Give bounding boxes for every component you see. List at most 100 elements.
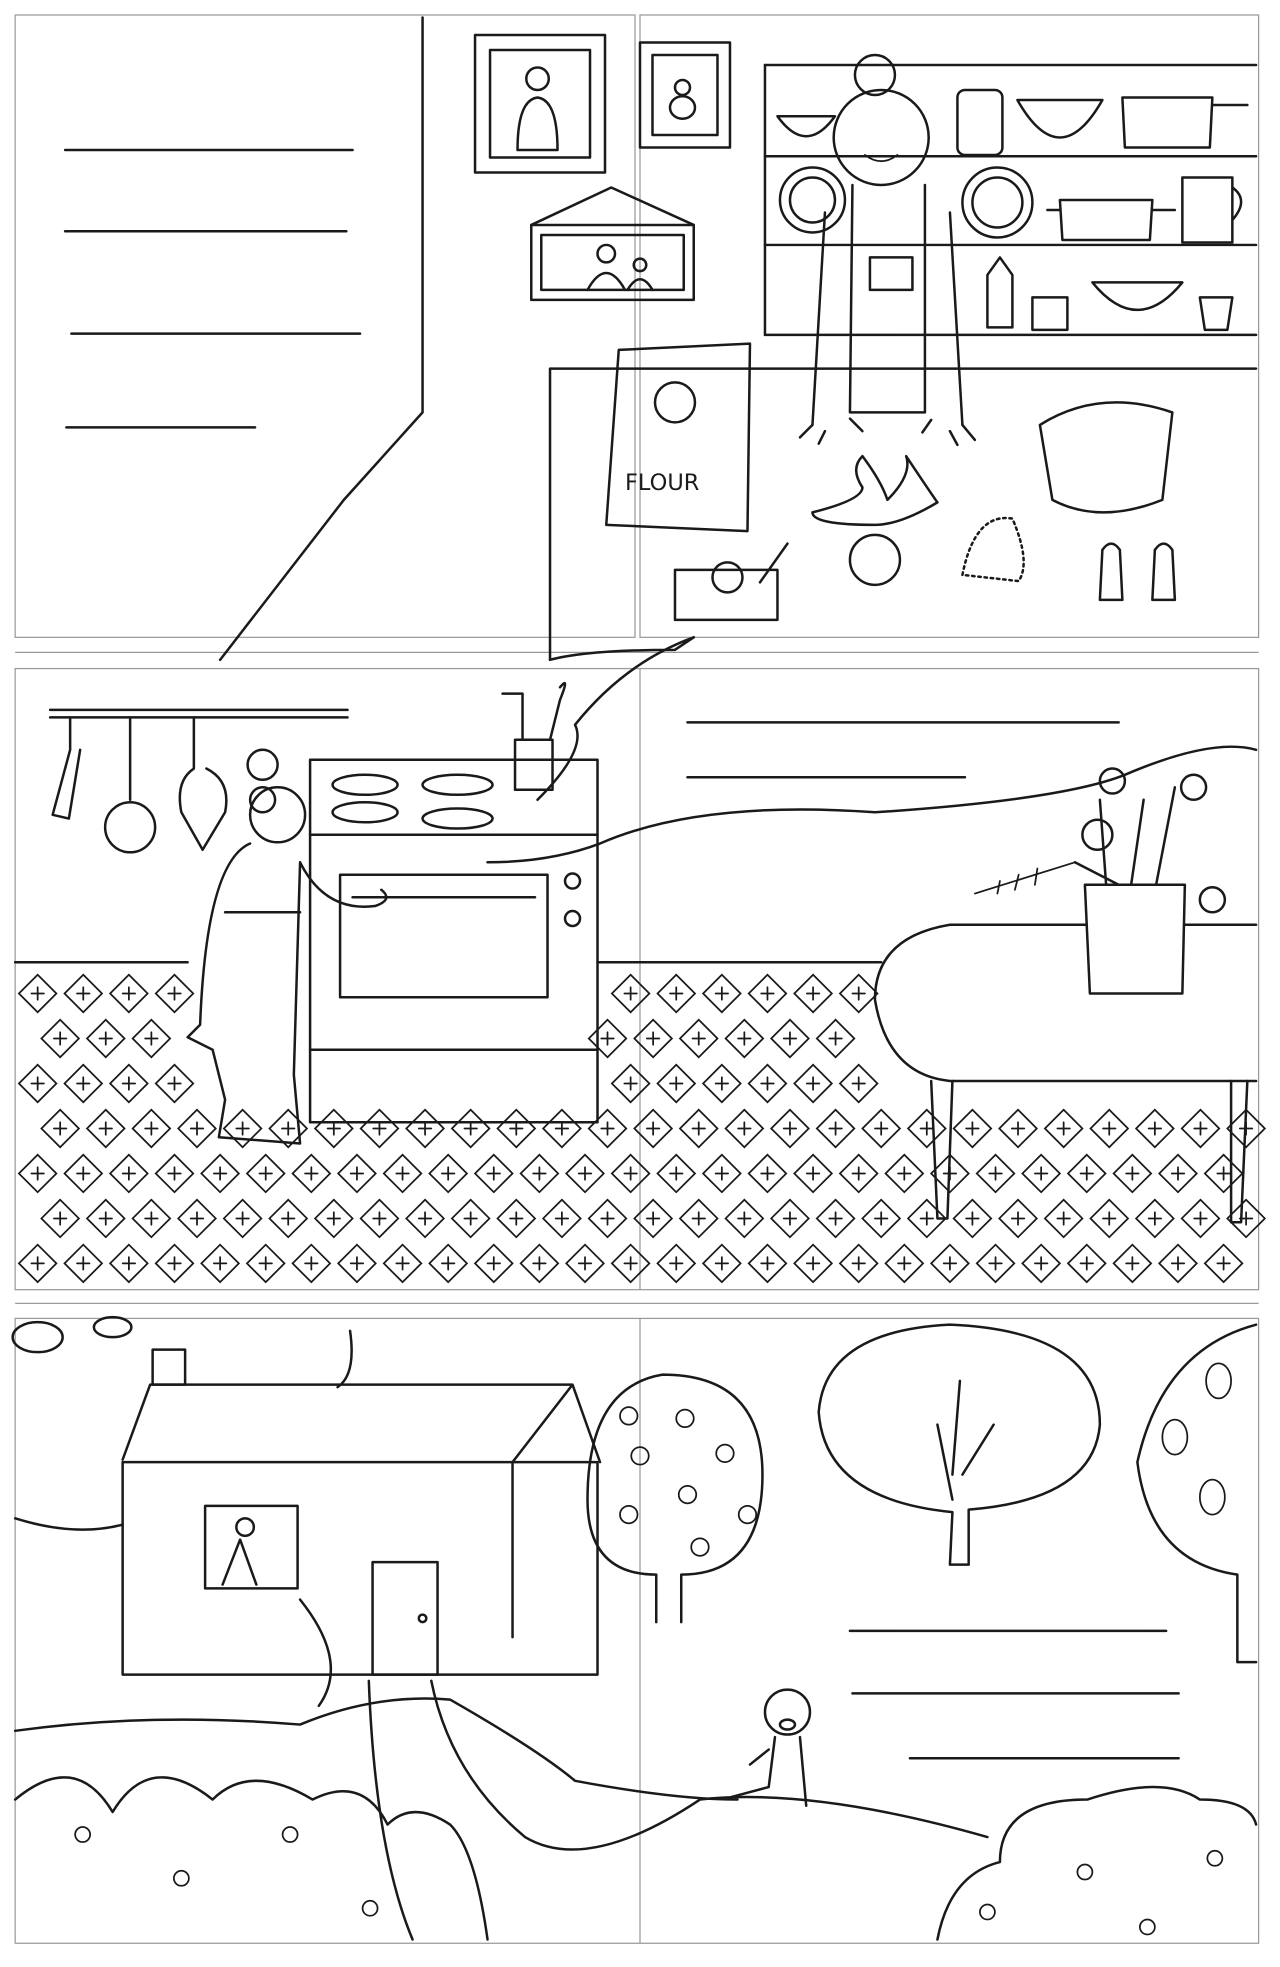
floor-tile <box>131 1108 172 1149</box>
bottom-panel-outdoor <box>11 1315 1258 1941</box>
floor-tile <box>63 1243 104 1284</box>
house <box>121 1348 602 1676</box>
floor-tile <box>1089 1198 1130 1239</box>
floor-tile <box>724 1108 765 1149</box>
floor-tile <box>177 1198 217 1239</box>
wall-pictures <box>473 33 732 302</box>
floor-tile <box>200 1153 241 1194</box>
floor-tile <box>313 1108 354 1149</box>
floor-tile <box>1112 1153 1153 1194</box>
floor-tile <box>1089 1108 1130 1149</box>
floor-tile <box>1226 1198 1267 1239</box>
floor-tile <box>656 1063 697 1104</box>
apple-tree <box>586 1373 764 1624</box>
flour-label: FLOUR <box>625 470 699 496</box>
floor-tile <box>108 1153 149 1194</box>
floor-tile <box>838 1153 879 1194</box>
gingerbread-man <box>729 1688 812 1808</box>
floor-tile <box>952 1198 993 1239</box>
floor-tile <box>428 1153 469 1194</box>
floor-tile <box>884 1153 925 1194</box>
floor-tile <box>610 1243 651 1284</box>
floor-tile <box>1203 1153 1244 1194</box>
floor-tile <box>747 973 788 1014</box>
middle-panel-oven <box>13 636 1267 1284</box>
floor-tile <box>838 973 879 1014</box>
floor-tile <box>678 1108 719 1149</box>
floor-tile <box>701 1243 742 1284</box>
floor-tile <box>1066 1153 1107 1194</box>
floor-tile <box>724 1198 765 1239</box>
floor-tile <box>815 1108 856 1149</box>
floor-tile <box>473 1153 514 1194</box>
floor-tile <box>587 1018 628 1059</box>
round-tree <box>817 1323 1102 1566</box>
floor-tile <box>769 1198 810 1239</box>
floor-tile <box>291 1243 332 1284</box>
floor-tile <box>793 1063 834 1104</box>
tile-floor-pattern <box>17 973 1267 1284</box>
floor-tile <box>1158 1243 1198 1284</box>
floor-tile <box>541 1198 582 1239</box>
flour-bag: FLOUR <box>605 342 752 533</box>
floor-tile <box>1021 1243 1062 1284</box>
floor-tile <box>724 1018 765 1059</box>
floor-tile <box>40 1018 81 1059</box>
floor-tile <box>952 1108 993 1149</box>
floor-tile <box>769 1018 810 1059</box>
floor-tile <box>108 1063 149 1104</box>
floor-tile <box>177 1108 217 1149</box>
floor-tile <box>861 1198 902 1239</box>
floor-tile <box>222 1108 263 1149</box>
floor-tile <box>793 1153 834 1194</box>
floor-tile <box>382 1243 423 1284</box>
floor-tile <box>291 1153 332 1194</box>
floor-tile <box>1043 1108 1084 1149</box>
floor-tile <box>701 973 742 1014</box>
floor-tile <box>519 1243 560 1284</box>
floor-tile <box>154 1063 195 1104</box>
floor-tile <box>268 1108 309 1149</box>
floor-tile <box>382 1153 423 1194</box>
floor-tile <box>747 1243 788 1284</box>
floor-tile <box>678 1198 719 1239</box>
floor-tile <box>610 1153 651 1194</box>
floor-tile <box>884 1243 925 1284</box>
floor-tile <box>1066 1243 1107 1284</box>
floor-tile <box>154 1153 195 1194</box>
floor-tile <box>906 1108 947 1149</box>
floor-tile <box>131 1018 172 1059</box>
floor-tile <box>450 1198 491 1239</box>
floor-tile <box>656 1153 697 1194</box>
floor-tile <box>769 1108 810 1149</box>
floor-tile <box>17 1153 58 1194</box>
floor-tile <box>587 1198 628 1239</box>
floor-tile <box>450 1108 491 1149</box>
floor-tile <box>245 1243 286 1284</box>
floor-tile <box>929 1243 970 1284</box>
floor-tile <box>929 1153 970 1194</box>
floor-tile <box>541 1108 582 1149</box>
floor-tile <box>85 1198 126 1239</box>
floor-tile <box>1021 1153 1062 1194</box>
floor-tile <box>793 973 834 1014</box>
floor-tile <box>200 1243 241 1284</box>
table-with-flowers <box>873 767 1258 1224</box>
floor-tile <box>1226 1108 1267 1149</box>
floor-tile <box>154 973 195 1014</box>
floor-tile <box>701 1063 742 1104</box>
floor-tile <box>1180 1198 1221 1239</box>
floor-tile <box>17 1063 58 1104</box>
floor-tile <box>793 1243 834 1284</box>
floor-tile <box>40 1108 81 1149</box>
floor-tile <box>336 1153 377 1194</box>
floor-tile <box>359 1108 400 1149</box>
floor-tile <box>1134 1108 1175 1149</box>
floor-tile <box>815 1198 856 1239</box>
baker-woman <box>798 53 977 447</box>
floor-tile <box>610 973 651 1014</box>
floor-tile <box>108 973 149 1014</box>
floor-tile <box>633 1198 674 1239</box>
floor-tile <box>17 973 58 1014</box>
